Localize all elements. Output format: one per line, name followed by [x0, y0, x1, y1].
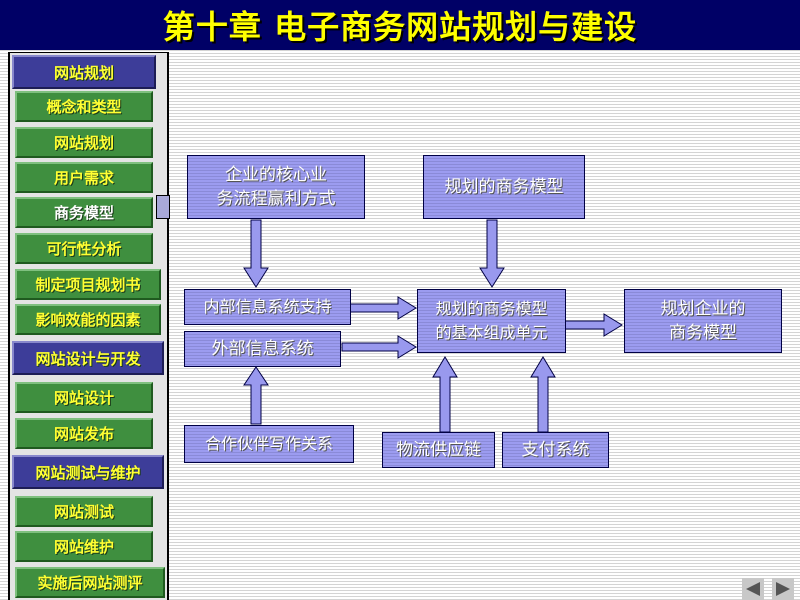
arrow-logistics-to-basic — [432, 356, 458, 433]
slide-navigation — [742, 578, 794, 600]
sidebar-section-test-maint[interactable]: 网站测试与维护 — [12, 455, 164, 489]
box-basic-units: 规划的商务模型 的基本组成单元 — [417, 289, 566, 353]
arrow-basic-to-enterprise — [557, 313, 623, 337]
arrow-internal-to-basic — [349, 296, 417, 320]
sidebar-item-website-maintenance[interactable]: 网站维护 — [15, 531, 153, 562]
box-payment: 支付系统 — [502, 432, 609, 468]
triangle-left-icon — [746, 582, 760, 596]
sidebar-scroll-handle[interactable] — [156, 195, 170, 219]
sidebar-item-post-evaluation[interactable]: 实施后网站测评 — [15, 567, 165, 598]
sidebar-item-business-model[interactable]: 商务模型 — [15, 197, 153, 228]
box-core-process: 企业的核心业 务流程赢利方式 — [187, 155, 365, 219]
sidebar-section-design-dev[interactable]: 网站设计与开发 — [12, 341, 164, 375]
page-title: 第十章 电子商务网站规划与建设 — [162, 8, 638, 46]
sidebar-section-website-planning[interactable]: 网站规划 — [12, 55, 156, 89]
sidebar-item-website-planning[interactable]: 网站规划 — [15, 127, 153, 158]
sidebar-item-project-plan[interactable]: 制定项目规划书 — [15, 269, 161, 300]
sidebar-item-user-needs[interactable]: 用户需求 — [15, 162, 153, 193]
arrow-planned-to-basic — [479, 219, 505, 288]
previous-slide-button[interactable] — [742, 578, 764, 600]
arrow-core-to-internal — [243, 219, 269, 288]
sidebar-item-website-design[interactable]: 网站设计 — [15, 382, 153, 413]
title-bar: 第十章 电子商务网站规划与建设 — [0, 0, 800, 50]
box-logistics: 物流供应链 — [382, 432, 495, 468]
triangle-right-icon — [776, 582, 790, 596]
box-partner: 合作伙伴写作关系 — [184, 425, 354, 463]
box-planned-model: 规划的商务模型 — [423, 155, 585, 219]
sidebar-item-website-testing[interactable]: 网站测试 — [15, 496, 153, 527]
sidebar-item-concepts-types[interactable]: 概念和类型 — [15, 91, 153, 122]
arrow-external-to-basic — [341, 335, 417, 359]
arrow-partner-to-external — [243, 366, 269, 425]
box-enterprise-model: 规划企业的 商务模型 — [624, 289, 782, 353]
next-slide-button[interactable] — [772, 578, 794, 600]
box-external-info: 外部信息系统 — [184, 331, 341, 367]
sidebar-item-website-publish[interactable]: 网站发布 — [15, 418, 153, 449]
sidebar-item-performance-factors[interactable]: 影响效能的因素 — [15, 304, 161, 335]
box-internal-info: 内部信息系统支持 — [184, 289, 351, 325]
arrow-payment-to-basic — [530, 356, 556, 433]
sidebar: 网站规划 概念和类型 网站规划 用户需求 商务模型 可行性分析 制定项目规划书 … — [8, 52, 169, 600]
sidebar-item-feasibility[interactable]: 可行性分析 — [15, 233, 153, 264]
